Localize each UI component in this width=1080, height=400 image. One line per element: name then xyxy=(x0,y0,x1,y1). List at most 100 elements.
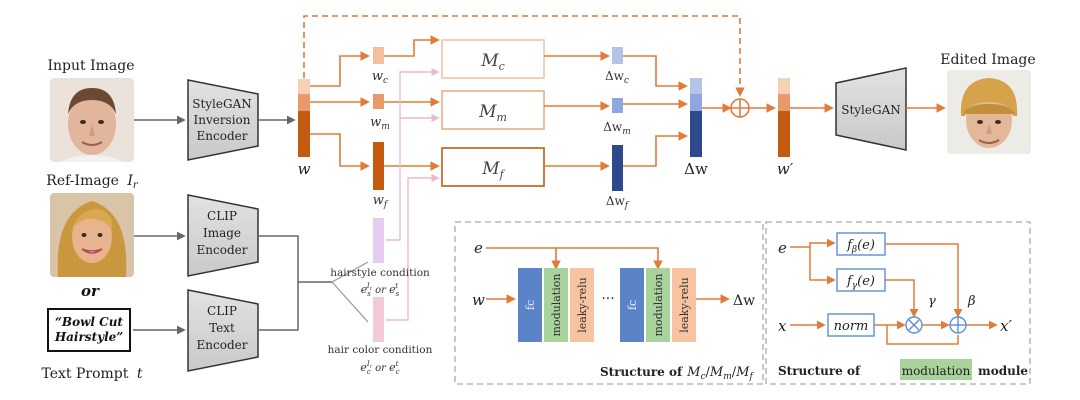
svg-text:Mc: Mc xyxy=(480,51,505,73)
add-operator-mod xyxy=(949,316,967,334)
arrow-mapper-e-mod2 xyxy=(556,247,663,270)
generator-label: StyleGAN xyxy=(841,103,901,117)
haircolor-to-mf xyxy=(386,173,440,321)
mapper-mf: Mf xyxy=(441,147,545,187)
hairstyle-to-mc xyxy=(386,67,440,241)
dw-label: Δw xyxy=(684,160,708,178)
text-prompt-caption: Text Prompt t xyxy=(41,366,142,382)
modulation-layer xyxy=(544,268,568,342)
arrow-dwc-to-dw xyxy=(623,55,688,91)
fc-label: fc xyxy=(524,300,537,310)
edited-image-label: Edited Image xyxy=(940,52,1035,68)
latent-w xyxy=(298,79,310,157)
input-image xyxy=(50,78,134,162)
add-operator xyxy=(730,98,750,118)
modulation-input-x: x xyxy=(778,317,787,335)
wf-label: wf xyxy=(373,193,389,210)
multiply-operator xyxy=(905,316,923,334)
gamma-label: γ xyxy=(928,294,936,309)
clip-image-encoder: CLIP Image Encoder xyxy=(187,194,259,277)
input-image-label: Input Image xyxy=(47,58,134,74)
latent-wprime xyxy=(778,78,790,157)
f-gamma-label: fγ(e) xyxy=(846,274,875,291)
mapper-structure-panel xyxy=(454,221,764,385)
latent-dwm xyxy=(612,98,623,113)
encoder-line-3: Encoder xyxy=(197,243,248,257)
arrow-fbeta-to-add xyxy=(885,243,963,318)
svg-text:Mf: Mf xyxy=(481,159,505,181)
f-beta-label: fβ(e) xyxy=(846,238,875,255)
modulation-output: x′ xyxy=(1000,317,1012,335)
latent-dw xyxy=(690,78,702,157)
residual-line xyxy=(886,325,959,345)
svg-text:Mm: Mm xyxy=(478,102,507,124)
clip-text-encoder: CLIP Text Encoder xyxy=(187,289,259,372)
arrow-dwf-to-dw xyxy=(623,131,688,167)
encoder-line-1: CLIP xyxy=(207,209,237,223)
encoder-line-2: Inversion xyxy=(193,113,250,127)
latent-wm xyxy=(373,94,384,109)
wm-label: wm xyxy=(370,115,390,132)
encoder-line-1: StyleGAN xyxy=(192,97,252,111)
arrow-w-to-wf xyxy=(310,133,370,171)
hairstyle-condition-label: hairstyle condition xyxy=(330,267,430,279)
arrow-fgamma-to-mul xyxy=(885,279,919,318)
hairstyle-condition-latent xyxy=(373,218,384,263)
modulation-caption-highlight: modulation xyxy=(902,364,971,378)
haircolor-condition-expr: ecIr or ect xyxy=(360,360,399,376)
beta-label: β xyxy=(967,294,976,309)
dwf-label: Δwf xyxy=(606,194,630,211)
fc-label: fc xyxy=(626,300,639,310)
encoder-line-1: CLIP xyxy=(207,304,237,318)
text-prompt-line-1: “Bowl Cut xyxy=(55,315,123,329)
latent-wc xyxy=(373,47,384,64)
skip-connection xyxy=(303,15,745,97)
dwc-label: Δwc xyxy=(605,69,629,86)
fc-layer xyxy=(620,268,644,342)
leaky-relu-layer xyxy=(570,268,594,342)
modulation-label: modulation xyxy=(550,274,563,337)
modulation-caption-prefix: Structure of xyxy=(778,364,861,378)
hairstyle-condition-expr: esIr or est xyxy=(361,282,400,298)
mapper-input-e: e xyxy=(474,239,483,257)
line-to-haircolor xyxy=(331,281,369,323)
text-prompt-line-2: Hairstyle” xyxy=(54,330,124,344)
fc-layer xyxy=(518,268,542,342)
modulation-label: modulation xyxy=(652,274,665,337)
arrow-e-to-fbeta xyxy=(790,238,836,248)
wprime-label: w′ xyxy=(777,160,794,178)
or-label: or xyxy=(81,282,100,300)
arrow-wc-to-mc xyxy=(384,35,440,57)
edited-image xyxy=(947,70,1031,154)
ref-image-label: Ref-Image Ir xyxy=(46,173,139,191)
wc-label: wc xyxy=(372,69,388,86)
encoder-line-3: Encoder xyxy=(197,338,248,352)
arrow-w-to-wc xyxy=(310,51,370,87)
latent-dwc xyxy=(612,47,623,64)
haircolor-condition-label: hair color condition xyxy=(328,344,433,356)
encoder-line-3: Encoder xyxy=(197,129,248,143)
line-clip-text-out xyxy=(258,282,299,331)
encoder-line-2: Text xyxy=(209,321,235,335)
stylegan-inversion-encoder: StyleGAN Inversion Encoder xyxy=(187,79,259,161)
latent-wf xyxy=(373,142,384,190)
mapper-mc: Mc xyxy=(441,39,545,79)
modulation-structure-panel xyxy=(765,221,1031,385)
mapper-output: Δw xyxy=(733,293,755,309)
text-prompt-box: “Bowl Cut Hairstyle” xyxy=(47,308,131,352)
line-clip-image-out xyxy=(258,235,332,283)
dwm-label: Δwm xyxy=(603,120,630,137)
mapper-input-w: w xyxy=(472,291,485,309)
arrow-mapper-e-mod1 xyxy=(486,247,561,270)
arrow-e-to-fgamma xyxy=(809,247,836,285)
encoder-line-2: Image xyxy=(203,226,241,240)
leaky-relu-label: leaky-relu xyxy=(576,277,589,333)
leaky-relu-label: leaky-relu xyxy=(678,277,691,333)
haircolor-condition-latent xyxy=(373,297,384,342)
latent-dwf xyxy=(612,145,623,191)
line-to-hairstyle xyxy=(331,261,369,283)
ellipsis: ··· xyxy=(601,291,614,307)
modulation-caption-suffix: module xyxy=(978,364,1028,378)
